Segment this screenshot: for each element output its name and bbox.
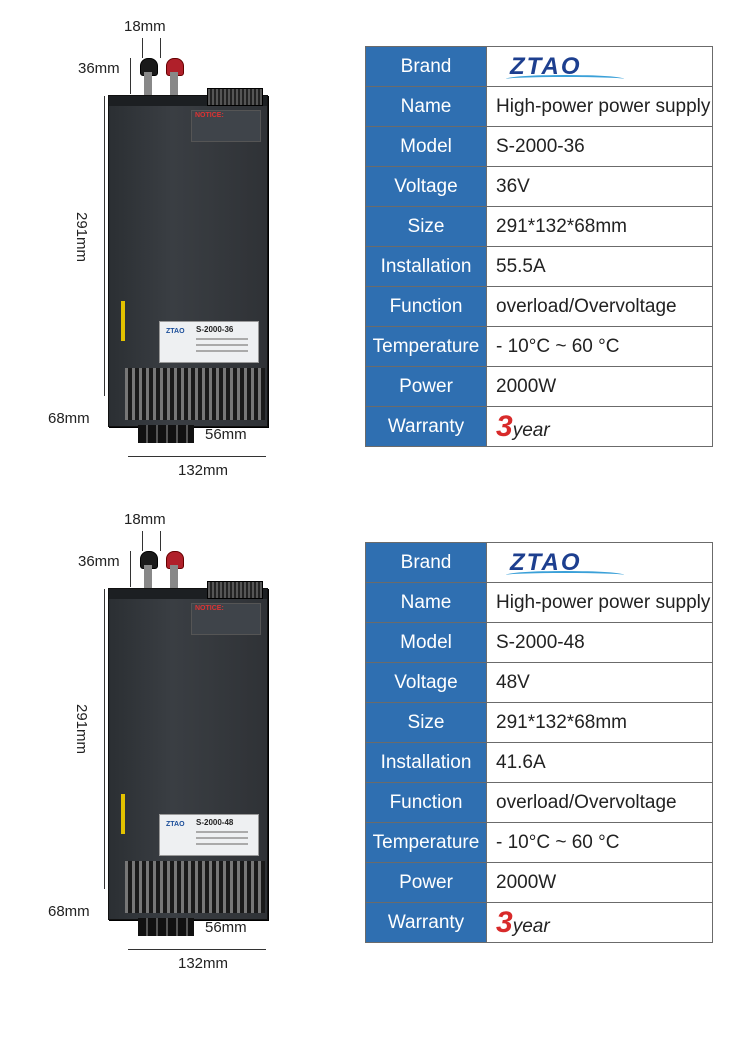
negative-terminal xyxy=(140,58,158,96)
dimension-height: 291mm xyxy=(73,704,90,755)
product-label: ZTAO S-2000-48 xyxy=(159,814,259,856)
product-label: ZTAO S-2000-36 xyxy=(159,321,259,363)
product-panel-2: 18mm 36mm 291mm 68mm 56mm 132mm NOTICE: … xyxy=(0,496,750,996)
dimension-terminal-height: 36mm xyxy=(78,60,120,77)
dimension-top-width: 18mm xyxy=(124,511,166,528)
brand-logo: ZTAO xyxy=(496,549,624,577)
terminal-block xyxy=(138,918,194,936)
dimension-line xyxy=(128,456,266,457)
positive-terminal xyxy=(166,551,184,589)
brand-logo: ZTAO xyxy=(496,53,624,81)
terminal-block xyxy=(138,425,194,443)
vent-grille xyxy=(125,368,265,420)
vent-grille xyxy=(125,861,265,913)
dimension-width: 132mm xyxy=(178,955,229,972)
dimension-terminal-height: 36mm xyxy=(78,553,120,570)
power-supply-image: NOTICE: ZTAO S-2000-36 xyxy=(108,88,268,427)
fan-grille xyxy=(207,581,263,599)
dimension-line xyxy=(160,531,161,551)
warranty-value: 3year xyxy=(486,902,713,943)
negative-terminal xyxy=(140,551,158,589)
dimension-depth: 68mm xyxy=(48,410,90,427)
dimension-depth: 68mm xyxy=(48,903,90,920)
spec-row: Temperature- 10°C ~ 60 °C xyxy=(365,326,713,367)
dimension-line xyxy=(160,38,161,58)
positive-terminal xyxy=(166,58,184,96)
notice-sticker: NOTICE: xyxy=(191,603,261,635)
dimension-terminal-block: 56mm xyxy=(205,919,247,936)
dimension-line xyxy=(142,531,143,551)
dimension-top-width: 18mm xyxy=(124,18,166,35)
dimension-height: 291mm xyxy=(73,212,90,263)
dimension-line xyxy=(104,96,105,396)
dimension-line xyxy=(130,551,131,587)
dimension-terminal-block: 56mm xyxy=(205,426,247,443)
product-panel-1: 18mm 36mm 291mm 68mm 56mm 132mm NOTICE: … xyxy=(0,0,750,500)
spec-row: Temperature- 10°C ~ 60 °C xyxy=(365,822,713,863)
dimension-width: 132mm xyxy=(178,462,229,479)
power-supply-image: NOTICE: ZTAO S-2000-48 xyxy=(108,581,268,920)
notice-sticker: NOTICE: xyxy=(191,110,261,142)
fan-grille xyxy=(207,88,263,106)
dimension-line xyxy=(128,949,266,950)
dimension-line xyxy=(142,38,143,58)
dimension-line xyxy=(130,58,131,94)
dimension-line xyxy=(104,589,105,889)
warranty-value: 3year xyxy=(486,406,713,447)
